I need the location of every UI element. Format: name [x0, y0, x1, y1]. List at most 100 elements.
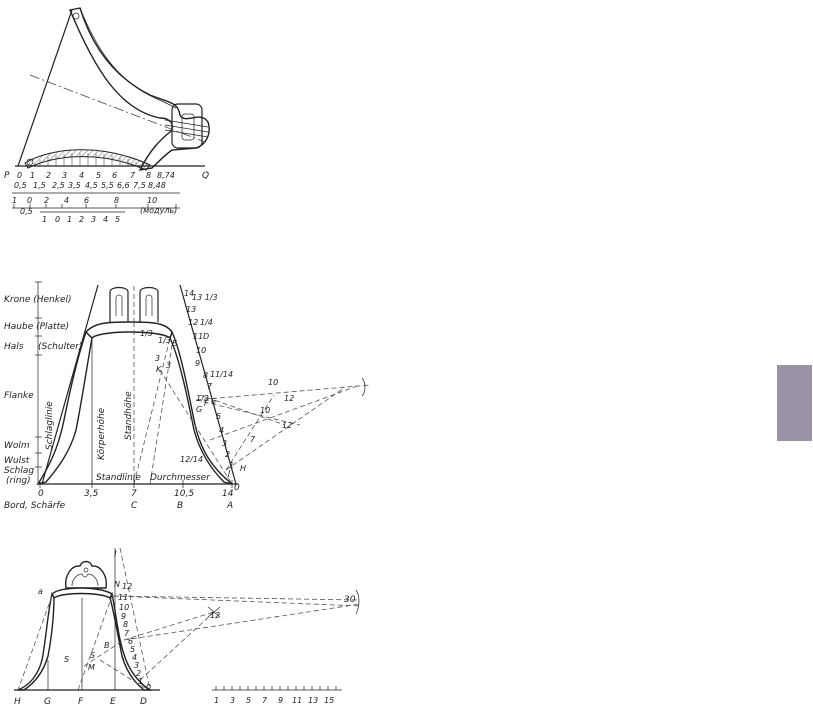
- f3-scale-1: 1: [214, 696, 219, 705]
- num-11-14: 11/14: [210, 370, 233, 379]
- num-5: 5: [216, 412, 221, 421]
- far-12-b: 12: [282, 421, 292, 430]
- label-schlaglinie: Schlaglinie: [45, 401, 55, 450]
- f3-S-right: S: [90, 651, 95, 660]
- f3-9: 9: [121, 612, 126, 621]
- modul-4: 4: [64, 196, 69, 205]
- label-N: N: [114, 580, 120, 589]
- small-0: 0: [55, 215, 60, 224]
- crown-line-1: [164, 119, 209, 128]
- side-tab: [777, 365, 812, 441]
- num-7: 7: [207, 382, 213, 391]
- label-wolm: Wolm: [4, 441, 30, 451]
- bell-inner-contour: [79, 7, 177, 109]
- f3-F: F: [78, 697, 84, 707]
- label-krone: Krone (Henkel): [4, 295, 72, 305]
- label-haube: Haube (Platte): [4, 322, 69, 332]
- scale1-4: 4: [79, 171, 84, 180]
- modul-10: 10: [147, 196, 157, 205]
- base-tick-14: 14: [222, 489, 234, 499]
- label-schulter: (Schulter): [38, 342, 82, 352]
- scale1-1: 1: [30, 171, 35, 180]
- f3-scale-13: 13: [308, 696, 318, 705]
- modul-8: 8: [114, 196, 119, 205]
- top-circle: [72, 12, 80, 20]
- num-10: 10: [196, 346, 206, 355]
- f3-2: 2: [136, 669, 141, 678]
- bell2-crown: [109, 286, 159, 322]
- label-standlinie: Standlinie: [96, 473, 141, 483]
- label-Q: Q: [202, 171, 209, 181]
- f3-scale-5: 5: [246, 696, 251, 705]
- f3-scale-9: 9: [278, 696, 283, 705]
- vertical-hatch-lines: [39, 153, 137, 166]
- num-14: 14: [184, 289, 194, 298]
- f3-scale-15: 15: [324, 696, 334, 705]
- num-8: 8: [203, 371, 208, 380]
- f3-S-left: S: [64, 655, 69, 664]
- label-flanke: Flanke: [4, 391, 34, 401]
- point-G: G: [196, 405, 202, 414]
- num-3: 3: [222, 439, 227, 448]
- small-4: 4: [103, 215, 108, 224]
- num-1-3-mid: 1/3: [158, 336, 171, 345]
- scale1-2: 2: [46, 171, 51, 180]
- hatched-ring: [24, 149, 151, 171]
- modul-label: (модуль): [140, 206, 177, 215]
- f3-6: 6: [128, 637, 133, 646]
- figure-3-bell-construction: I N 12 11 10 9 8 7 6 5 4 3 2 1 0 S S M B…: [14, 547, 361, 707]
- scale2-5: 5,5: [101, 181, 114, 190]
- small-scale-labels: 1 0 1 2 3 4 5: [42, 215, 120, 224]
- scale2-4: 4,5: [85, 181, 98, 190]
- bell-side-line: [17, 9, 73, 167]
- label-bord: Bord, Schärfe: [4, 501, 66, 511]
- bell3-crown-inner: [71, 573, 99, 587]
- point-C: C: [131, 501, 138, 511]
- f3-G: G: [44, 697, 51, 707]
- scale2-3: 3,5: [68, 181, 81, 190]
- scale2-0: 0,5: [14, 181, 27, 190]
- num-11: 11: [193, 332, 203, 341]
- crown-inner: [181, 113, 195, 141]
- bell2-left-outer-line: [41, 284, 99, 485]
- small-1: 1: [42, 215, 47, 224]
- bell2-right-wall: [169, 330, 233, 485]
- f3-scale-labels: 1 3 5 7 9 11 13 15: [214, 696, 334, 705]
- f3-H: H: [14, 697, 21, 707]
- bell3-right-numbers: 11 10 9 8 7 6 5 4 3 2 1 0: [118, 593, 151, 692]
- scale1-7: 7: [130, 171, 136, 180]
- point-A: A: [226, 501, 233, 511]
- scale2-8: 8,48: [148, 181, 166, 190]
- num-1: 1: [229, 461, 234, 470]
- f3-8: 8: [123, 620, 128, 629]
- modul-1: 1: [12, 196, 17, 205]
- f3-D: D: [140, 697, 147, 707]
- f3-scale-ticks: [215, 686, 337, 690]
- num-3-b: 3: [166, 361, 171, 370]
- label-schlag: Schlag: [4, 466, 34, 476]
- scale1-6: 6: [112, 171, 117, 180]
- point-F: F: [204, 399, 209, 408]
- f3-far-12: 12: [210, 611, 220, 620]
- bell2-far-numbers: 10 12 10 12 7: [250, 378, 294, 444]
- num-6: 6: [211, 397, 216, 406]
- num-3-a: 3: [155, 354, 160, 363]
- modul-0: 0: [27, 196, 32, 205]
- label-P: P: [4, 171, 10, 181]
- num-1-3-G: 1/3: [196, 394, 209, 403]
- point-H: H: [240, 464, 246, 473]
- f3-scale-3: 3: [230, 696, 235, 705]
- num-13: 13: [186, 305, 196, 314]
- label-ticks: [35, 281, 42, 468]
- modul-2: 2: [44, 196, 49, 205]
- point-E: E: [172, 339, 178, 348]
- num-1-4: 1/4: [200, 318, 213, 327]
- scale-row-1: 0 1 2 3 4 5 6 7 8 8,74: [17, 171, 175, 180]
- f3-B: B: [104, 641, 110, 650]
- far-10-a: 10: [268, 378, 278, 387]
- scale1-5: 5: [96, 171, 101, 180]
- f3-scale-11: 11: [292, 696, 302, 705]
- f3-a: a: [38, 587, 43, 596]
- figure-1-tilted-bell: P Q 0 1 2 3 4 5 6 7 8 8,74 0,5 1,5 2,5 3…: [4, 7, 210, 224]
